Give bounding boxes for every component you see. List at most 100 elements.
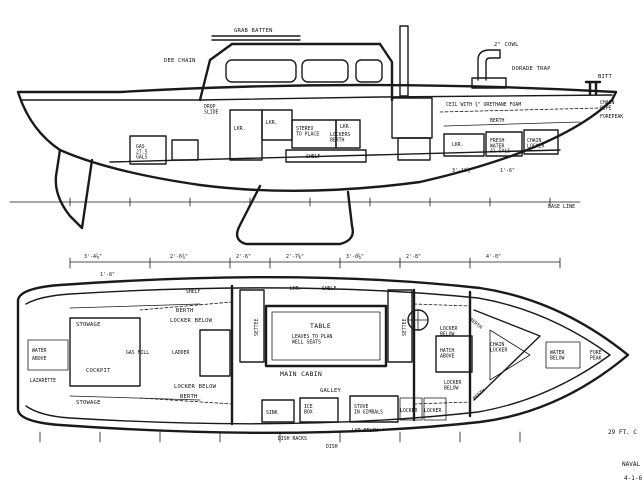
label-lkr-c: LKR. [340,124,352,130]
profile-wc [397,137,431,161]
profile-hull [16,83,618,193]
profile-grab-batten [211,35,301,41]
profile-rudder [54,148,94,230]
plan-v-berth [473,309,541,401]
plan-table-inner [271,311,381,361]
plan-view: 3'-4⅞" 2'-6¾" 2'-6" 2'-7⅜" 3'-0⅝" 2'-8" … [16,253,630,450]
label-plan-berth: BERTH [176,308,194,314]
profile-chain-locker [523,129,559,155]
label-dim-a: 3'-10¾" [452,168,473,174]
label-plan-dish: DISH [326,444,338,450]
label-plan-above: ABOVE [32,356,47,362]
profile-berth-line [443,121,581,127]
profile-locker-d [443,133,485,157]
label-plan-ladder: LADDER [172,350,189,356]
label-plan-locker-below-2: LOCKER BELOW [174,384,217,390]
label-lkr-e: LKR. [452,142,464,148]
label-plan-stowage-bottom: STOWAGE [76,400,101,406]
label-berth-top: BERTH [490,118,505,124]
profile-locker-a [229,109,263,161]
profile-cowl-vent [477,49,501,81]
label-dee-chain: DEE CHAIN [164,58,196,64]
label-cowl: 2" COWL [494,42,519,48]
label-plan-settee-right: SETTEE [402,319,408,336]
profile-deck-line [21,94,613,101]
profile-station-ticks [69,197,551,207]
plan-forward-hatch [435,335,473,373]
label-plan-table: TABLE [310,322,331,330]
plan-station-ticks [39,431,521,443]
plan-cockpit-seats [69,303,201,401]
profile-mast [399,25,409,97]
profile-cabin-house [198,42,394,102]
plan-cockpit-well [69,317,141,387]
profile-ceiling-line [439,107,601,113]
label-plan-berth-right-2: BERTH [472,388,487,402]
label-plan-dim-8: 1'-8" [100,272,115,278]
profile-locker-c [335,119,361,149]
profile-view: GRAB BATTEN DEE CHAIN 2" COWL DORADE TRA… [9,25,623,246]
plan-v-berth-split [489,329,531,381]
title-line-2: NAVAL [622,461,640,468]
label-plan-galley: GALLEY [320,388,342,394]
label-plan-dish-racks: DISH RACKS [278,436,307,442]
plan-stove [349,395,399,423]
profile-bitt [584,80,602,96]
title-line-1: 29 FT. C [608,429,637,436]
label-shelf: SHELF [306,154,321,160]
label-plan-dim-2: 2'-6¾" [170,254,188,260]
label-plan-lkr: LKR. [290,286,302,292]
label-plan-locker-2: LOCKER [424,408,441,414]
label-plan-cockpit: COCKPIT [86,368,111,374]
label-plan-locker: LOCKER [400,408,417,414]
profile-port-light-2 [301,59,349,83]
label-plan-dim-5: 3'-0⅝" [346,253,364,260]
profile-port-light-3 [355,59,383,83]
profile-head-compartment [391,97,433,139]
label-base-line: BASE LINE [548,204,575,210]
label-plan-dim-6: 2'-8" [406,254,421,260]
label-lkr-b: LKR. [266,120,278,126]
profile-port-light-1 [225,59,297,83]
label-bitt: BITT [598,74,613,80]
label-forepeak: FOREPEAK [600,114,623,120]
plan-dimension-line [69,257,561,269]
plan-ice-box [299,397,339,423]
title-block: 29 FT. C NAVAL 4-1-6 [608,429,642,482]
label-grab-batten: GRAB BATTEN [234,28,273,34]
plan-locker-b [423,397,447,421]
label-plan-main-cabin: MAIN CABIN [280,370,322,378]
label-dorade: DORADE TRAP [512,66,551,72]
profile-keel [235,184,354,246]
profile-dorade-box [471,77,507,89]
plan-table [264,304,388,368]
label-plan-settee-left: SETTEE [254,319,260,336]
label-plan-shelf-2: SHELF [322,286,337,292]
label-plan-dim-4: 2'-7⅜" [286,253,304,260]
plan-settee-right [387,289,413,363]
profile-engine [171,139,199,161]
label-lkr-a: LKR. [234,126,246,132]
plan-hull [16,275,630,435]
profile-water-tank [485,131,523,157]
plan-mast-cross [407,309,429,331]
label-plan-lazarette: LAZARETTE [30,378,56,384]
profile-shelf [285,149,367,163]
plan-settee-left [239,289,265,363]
profile-gas-tank [129,135,167,165]
label-plan-stowage-top: STOWAGE [76,322,101,328]
label-plan-locker-below: LOCKER BELOW [170,318,213,324]
plan-berth-lines [139,301,471,405]
label-dim-b: 1'-6" [500,168,515,174]
label-plan-water: WATER [32,348,47,354]
